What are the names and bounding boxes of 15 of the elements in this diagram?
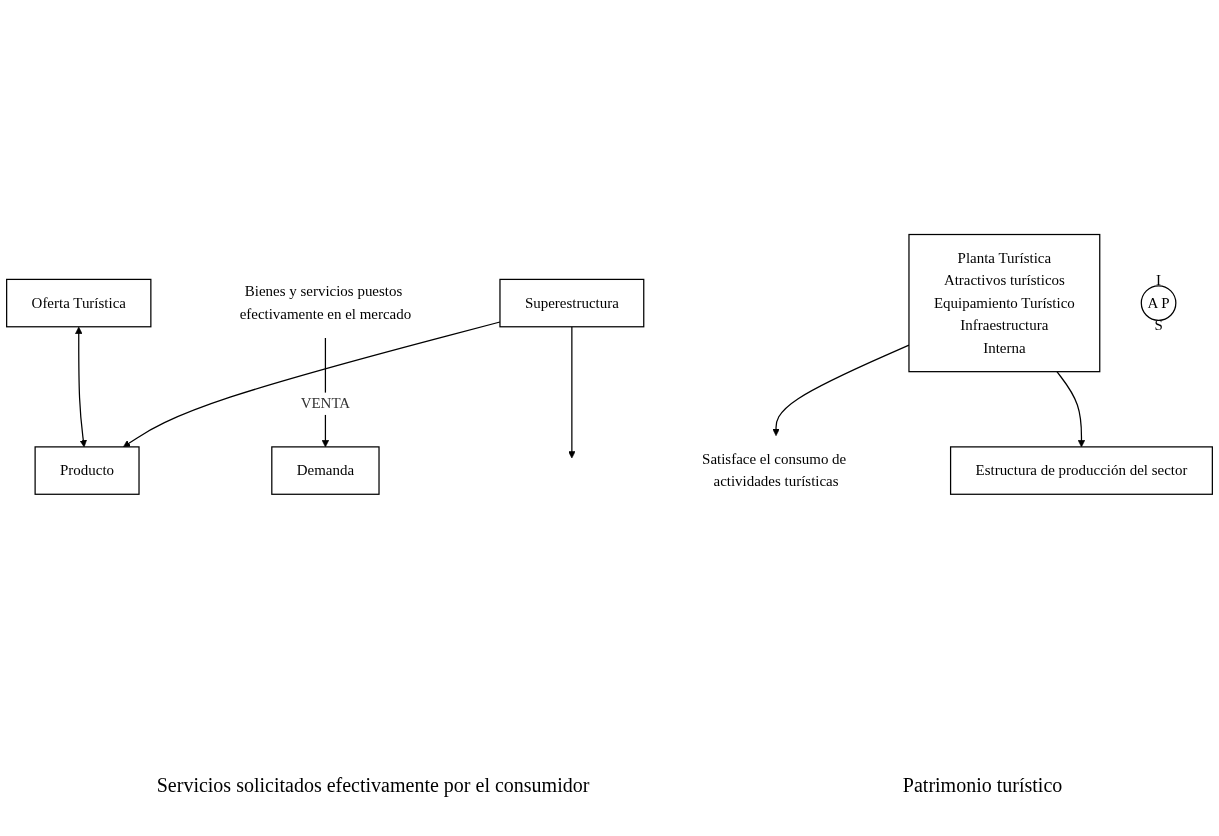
node-text: Satisface el consumo de actividades turísticas	[702, 450, 847, 490]
node-circle: A P	[1140, 285, 1177, 321]
arrow	[1056, 371, 1086, 448]
arrow	[568, 326, 576, 459]
arrow	[75, 326, 87, 448]
edge-label: VENTA	[300, 394, 351, 412]
node-box: Oferta Turística	[6, 278, 152, 328]
node-box: Superestructura	[499, 278, 645, 328]
node-box: Estructura de producción del sector	[949, 446, 1213, 495]
node-text: Bienes y servicios puestos efectivamente en el mercado	[239, 283, 412, 323]
note-text: Patrimonio turístico	[902, 773, 1063, 797]
node-box: Planta Turística Atractivos turísticos Equipamiento Turístico Infraestructura Interna	[908, 233, 1101, 373]
note-text: Servicios solicitados efectivamente por el consumidor	[156, 773, 590, 797]
node-box: Demanda	[271, 446, 380, 495]
node-box: Producto	[34, 446, 140, 495]
